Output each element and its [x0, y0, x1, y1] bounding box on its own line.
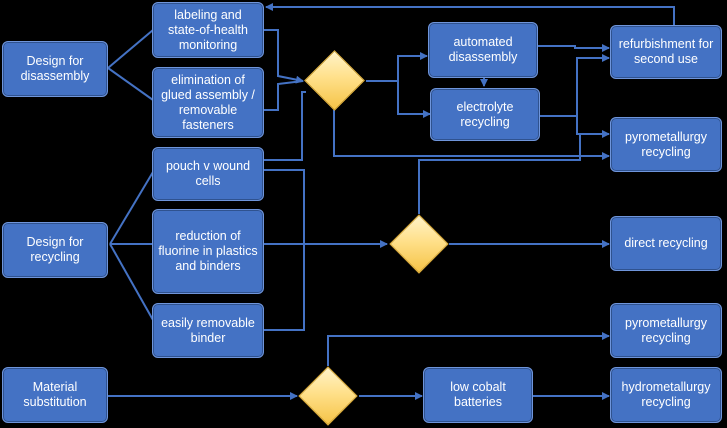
line-refurb-labeling: [265, 3, 675, 25]
line-electrolyte-refurb: [540, 54, 610, 117]
line-electrolyte-pyro: [576, 116, 610, 138]
node-pouch-wound: pouch v wound cells: [152, 147, 264, 201]
line-dfr-binder: [109, 243, 154, 321]
line-labeling-d1: [264, 29, 304, 84]
line-dfd-labeling: [107, 29, 154, 69]
node-glue-elimination: elimination of glued assembly / removabl…: [152, 67, 264, 138]
node-pyrometallurgy-2: pyrometallurgy recycling: [610, 303, 722, 358]
line-automated-refurb: [538, 44, 610, 52]
node-material-substitution: Material substitution: [2, 367, 108, 423]
line-d3-pyro2: [327, 332, 610, 366]
node-refurbishment: refurbishment for second use: [610, 25, 722, 79]
node-removable-binder: easily removable binder: [152, 303, 264, 358]
node-labeling-monitoring: labeling and state-of-health monitoring: [152, 2, 264, 58]
node-pyrometallurgy-1: pyrometallurgy recycling: [610, 117, 722, 172]
node-hydrometallurgy: hydrometallurgy recycling: [610, 367, 722, 423]
node-direct-recycling: direct recycling: [610, 216, 722, 271]
line-dfd-glue: [107, 67, 154, 101]
line-binder-d2: [264, 244, 305, 331]
node-automated-disassembly: automated disassembly: [428, 22, 538, 78]
node-fluorine-reduction: reduction of fluorine in plastics and bi…: [152, 209, 264, 294]
node-design-for-disassembly: Design for disassembly: [2, 41, 108, 97]
line-glue-d1: [264, 80, 304, 111]
line-d1-pyro: [333, 110, 610, 160]
node-low-cobalt: low cobalt batteries: [423, 367, 533, 423]
line-pouch-up: [264, 91, 306, 161]
line-d1-electrolyte: [397, 81, 431, 118]
node-design-for-recycling: Design for recycling: [2, 222, 108, 278]
line-d1-automated: [366, 52, 428, 82]
line-dfr-pouch: [109, 171, 154, 245]
node-electrolyte-recycling: electrolyte recycling: [430, 88, 540, 141]
line-d2-up: [418, 134, 581, 214]
line-pouch-d2: [264, 169, 305, 244]
